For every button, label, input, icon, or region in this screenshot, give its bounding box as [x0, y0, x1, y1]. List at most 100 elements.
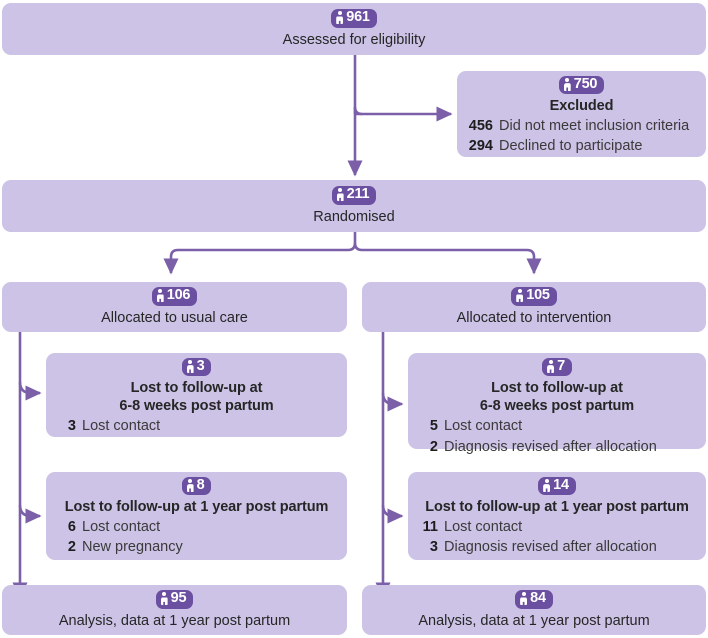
node-title: Assessed for eligibility	[282, 31, 426, 48]
connector-left-to-ltfu1y	[18, 504, 42, 524]
count-badge: 750	[558, 76, 605, 95]
detail-number: 6	[67, 519, 76, 536]
node-allocated-intervention: 105 Allocated to intervention	[362, 282, 706, 332]
connector-right-to-ltfu6w	[381, 392, 404, 412]
node-title: Lost to follow-up at 1 year post partum	[425, 499, 689, 516]
detail-row: 456 Did not meet inclusion criteria	[467, 117, 696, 136]
node-analysis-usual-care: 95 Analysis, data at 1 year post partum	[2, 585, 347, 635]
detail-row: 2 Diagnosis revised after allocation	[418, 438, 696, 457]
detail-row: 3 Lost contact	[56, 417, 337, 436]
node-title-line1: Lost to follow-up at	[491, 380, 623, 397]
node-title-line1: Lost to follow-up at	[130, 380, 263, 397]
badge-row: 106	[12, 287, 337, 306]
node-lost-to-followup-6-8-weeks-intervention: 7 Lost to follow-up at 6-8 weeks post pa…	[408, 353, 706, 455]
badge-row: 961	[12, 9, 696, 28]
person-icon	[187, 360, 194, 373]
count-value: 7	[557, 358, 565, 374]
connector-left-to-ltfu6w	[18, 381, 42, 401]
count-value: 105	[526, 287, 550, 304]
detail-row: 294 Declined to participate	[467, 137, 696, 156]
node-title-line2: 6-8 weeks post partum	[119, 398, 274, 415]
detail-label: Lost contact	[444, 519, 523, 536]
count-value: 14	[553, 477, 569, 493]
count-badge: 3	[181, 358, 212, 377]
badge-row: 105	[372, 287, 696, 306]
count-badge: 14	[538, 477, 576, 496]
count-badge: 95	[155, 590, 194, 609]
node-title: Excluded	[549, 98, 614, 115]
detail-number: 3	[429, 539, 438, 556]
count-badge: 84	[515, 590, 553, 609]
node-allocated-usual-care: 106 Allocated to usual care	[2, 282, 347, 332]
person-icon	[516, 289, 523, 302]
node-randomised: 211 Randomised	[2, 180, 706, 232]
detail-row: 11 Lost contact	[418, 518, 696, 537]
node-title: Analysis, data at 1 year post partum	[58, 612, 291, 629]
detail-number: 294	[468, 138, 493, 155]
person-icon	[337, 188, 344, 201]
badge-row: 750	[467, 76, 696, 95]
node-title: Allocated to intervention	[456, 309, 612, 326]
count-value: 961	[346, 9, 370, 26]
person-icon	[336, 11, 343, 24]
detail-row: 6 Lost contact	[56, 518, 337, 537]
detail-number: 3	[67, 418, 76, 435]
detail-label: New pregnancy	[82, 539, 183, 556]
node-title: Randomised	[313, 208, 395, 225]
connector-elbow-curve-excluded	[353, 106, 363, 116]
count-value: 750	[573, 76, 598, 92]
count-badge: 105	[511, 287, 557, 306]
detail-list: 11 Lost contact 3 Diagnosis revised afte…	[418, 518, 696, 557]
detail-label: Lost contact	[82, 519, 161, 536]
node-title: Analysis, data at 1 year post partum	[418, 612, 650, 629]
detail-label: Did not meet inclusion criteria	[499, 118, 690, 135]
count-value: 3	[196, 358, 205, 374]
detail-label: Diagnosis revised after allocation	[444, 539, 657, 556]
badge-row: 211	[12, 186, 696, 205]
node-title-line2: 6-8 weeks post partum	[479, 398, 635, 415]
connector-randomised-split-right	[353, 242, 542, 275]
detail-label: Lost contact	[82, 418, 161, 435]
detail-number: 11	[422, 519, 438, 536]
person-icon	[543, 479, 550, 492]
detail-label: Declined to participate	[499, 138, 643, 155]
person-icon	[161, 592, 168, 605]
detail-row: 5 Lost contact	[418, 417, 696, 436]
count-value: 84	[530, 590, 546, 607]
count-badge: 7	[542, 358, 572, 377]
node-title: Lost to follow-up at 1 year post partum	[64, 499, 329, 516]
detail-row: 2 New pregnancy	[56, 538, 337, 557]
node-excluded: 750 Excluded 456 Did not meet inclusion …	[457, 71, 706, 157]
detail-label: Lost contact	[444, 418, 523, 435]
badge-row: 95	[12, 590, 337, 609]
detail-list: 5 Lost contact 2 Diagnosis revised after…	[418, 417, 696, 456]
count-value: 211	[346, 186, 370, 203]
detail-number: 2	[429, 438, 438, 455]
count-value: 8	[196, 477, 205, 493]
badge-row: 84	[372, 590, 696, 609]
person-icon	[564, 78, 571, 91]
count-badge: 106	[151, 287, 198, 306]
count-value: 95	[170, 590, 187, 607]
badge-row: 7	[418, 358, 696, 377]
node-analysis-intervention: 84 Analysis, data at 1 year post partum	[362, 585, 706, 635]
node-lost-to-followup-1-year-usual-care: 8 Lost to follow-up at 1 year post partu…	[46, 472, 347, 560]
badge-row: 8	[56, 477, 337, 496]
detail-number: 2	[67, 539, 76, 556]
connector-right-to-ltfu1y	[381, 504, 404, 524]
detail-list: 6 Lost contact 2 New pregnancy	[56, 518, 337, 557]
node-lost-to-followup-6-8-weeks-usual-care: 3 Lost to follow-up at 6-8 weeks post pa…	[46, 353, 347, 437]
node-title: Allocated to usual care	[101, 309, 248, 326]
detail-list: 456 Did not meet inclusion criteria 294 …	[467, 117, 696, 156]
count-badge: 961	[331, 9, 377, 28]
connector-randomised-split	[163, 232, 357, 275]
person-icon	[157, 289, 164, 302]
detail-row: 3 Diagnosis revised after allocation	[418, 538, 696, 557]
count-value: 106	[166, 287, 191, 304]
detail-number: 5	[429, 418, 438, 435]
badge-row: 14	[418, 477, 696, 496]
count-badge: 211	[331, 186, 377, 205]
node-lost-to-followup-1-year-intervention: 14 Lost to follow-up at 1 year post part…	[408, 472, 706, 560]
detail-label: Diagnosis revised after allocation	[444, 438, 657, 455]
